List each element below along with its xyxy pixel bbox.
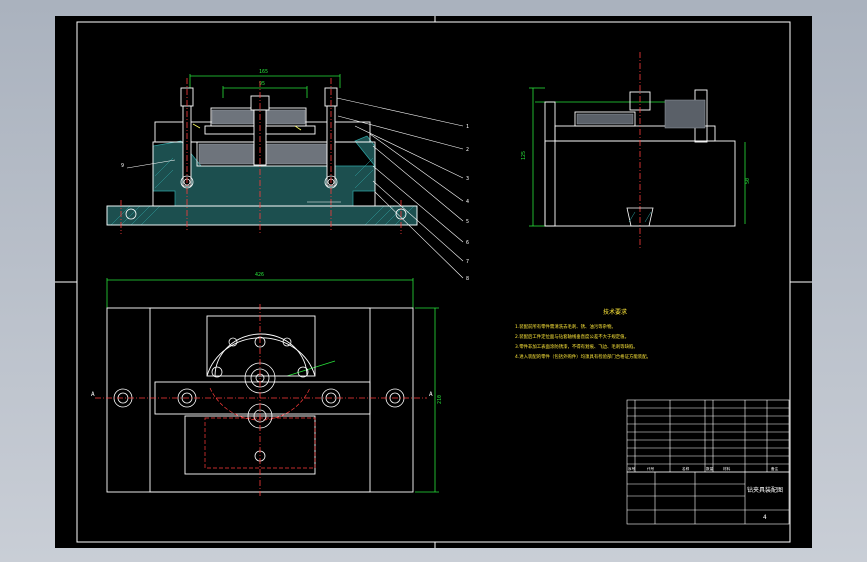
section-mark-left: A	[91, 391, 95, 398]
parts-header-qty: 数量	[706, 466, 714, 471]
balloon-9: 9	[121, 163, 124, 169]
balloon-3: 3	[466, 176, 469, 182]
parts-header-material: 材料	[723, 466, 731, 471]
title-block	[626, 471, 790, 525]
plan-view: 426 210	[91, 272, 443, 496]
dimension-plan-width: 426	[255, 272, 264, 278]
balloon-1: 1	[466, 124, 469, 130]
part-balloons	[126, 97, 464, 279]
sheet-number: 4	[763, 514, 767, 521]
drawing-title: 钻夹具装配图	[747, 486, 783, 494]
assembly-drawing: 165 95	[55, 16, 812, 548]
dimension-side-total: 125	[521, 151, 527, 160]
parts-header-name: 名称	[682, 466, 690, 471]
dimension-side-height: 50	[745, 178, 751, 184]
balloon-4: 4	[466, 199, 469, 205]
dimension-top-inner: 95	[259, 81, 265, 87]
parts-header-remark: 备注	[771, 466, 779, 471]
tech-req-1: 1.装配前所有零件需清洗去毛刺、锈、油污等杂物。	[515, 323, 616, 330]
parts-list	[626, 399, 790, 473]
balloon-8: 8	[466, 276, 469, 282]
technical-requirements: 技术要求 1.装配前所有零件需清洗去毛刺、锈、油污等杂物。 2.装配后工件定位面…	[515, 308, 651, 360]
balloon-5: 5	[466, 219, 469, 225]
parts-header-code: 代号	[647, 466, 655, 471]
dimension-plan-height: 210	[437, 395, 443, 404]
tech-req-3: 3.零件非加工表面涂防锈漆，不得有划痕、飞边、毛刺等缺陷。	[515, 343, 638, 350]
parts-header-no: 序号	[628, 466, 636, 471]
tech-req-4: 4.进入装配的零件（包括外购件）均须具有检验部门合格证方能装配。	[515, 353, 651, 360]
plan-holes	[113, 336, 405, 462]
front-section-view: 165 95	[106, 69, 418, 234]
drawing-frame	[55, 16, 812, 548]
tech-req-2: 2.装配后工件定位面与钻套轴线垂直度公差不大于规定值。	[515, 333, 629, 340]
drawing-sheet: 165 95	[55, 16, 812, 548]
dimension-top-width: 165	[259, 69, 268, 75]
balloon-7: 7	[466, 259, 469, 265]
section-mark-right: A	[429, 391, 433, 398]
balloon-2: 2	[466, 147, 469, 153]
hatch-lines	[110, 157, 415, 226]
side-view: 125 50	[521, 52, 751, 248]
tech-req-title: 技术要求	[603, 308, 627, 316]
balloon-6: 6	[466, 240, 469, 246]
